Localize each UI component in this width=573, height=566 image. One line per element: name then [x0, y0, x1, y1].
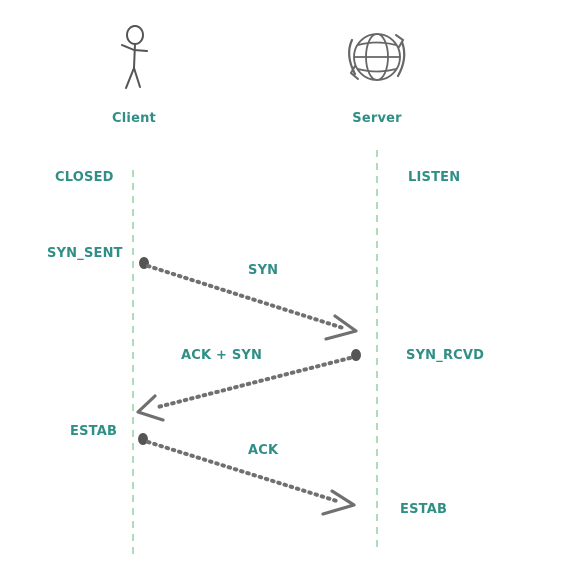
ack-syn-arrow [136, 349, 361, 422]
stick-figure-icon [121, 25, 148, 89]
client-state-closed: CLOSED [55, 170, 114, 185]
client-state-syn-sent: SYN_SENT [47, 246, 123, 261]
message-label-ack: ACK [248, 443, 279, 458]
server-label: Server [352, 111, 402, 126]
message-label-ack-syn: ACK + SYN [181, 348, 263, 363]
client-label: Client [112, 111, 156, 126]
syn-arrow [139, 257, 358, 341]
ack-arrow [138, 433, 356, 516]
message-label-syn: SYN [248, 263, 279, 278]
server-state-estab: ESTAB [400, 502, 448, 517]
client-state-estab: ESTAB [70, 424, 118, 439]
server-state-listen: LISTEN [408, 170, 461, 185]
globe-icon [348, 33, 406, 81]
server-state-syn-rcvd: SYN_RCVD [406, 348, 485, 363]
